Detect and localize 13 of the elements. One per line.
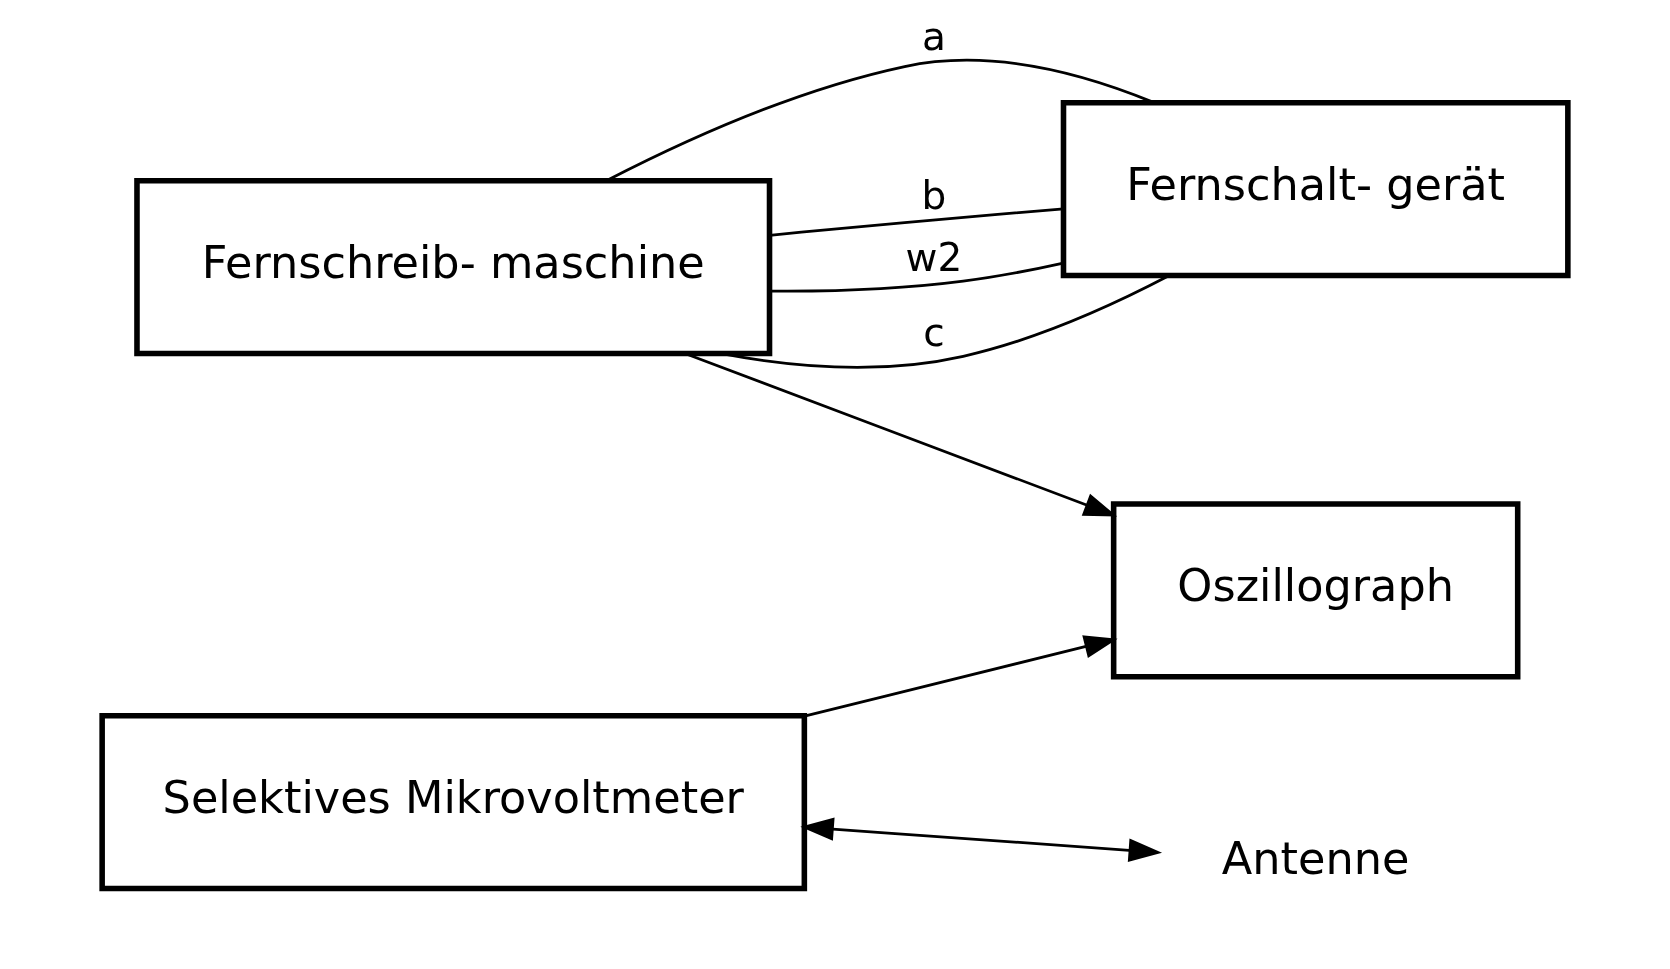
arrow xyxy=(800,817,1163,862)
edge-label: a xyxy=(921,14,946,60)
node-box: Fernschalt- gerät xyxy=(1060,99,1571,279)
node-box: Fernschreib- maschine xyxy=(134,178,773,357)
node-text: Antenne xyxy=(1221,833,1410,886)
connector xyxy=(770,261,1064,293)
connector xyxy=(769,207,1064,237)
edge-label: w2 xyxy=(905,234,963,280)
node-box: Oszillograph xyxy=(1110,501,1521,680)
node-box: Selektives Mikrovoltmeter xyxy=(99,713,808,892)
edge-label: c xyxy=(923,309,945,355)
arrow xyxy=(804,635,1118,718)
edge-label: b xyxy=(921,173,947,219)
